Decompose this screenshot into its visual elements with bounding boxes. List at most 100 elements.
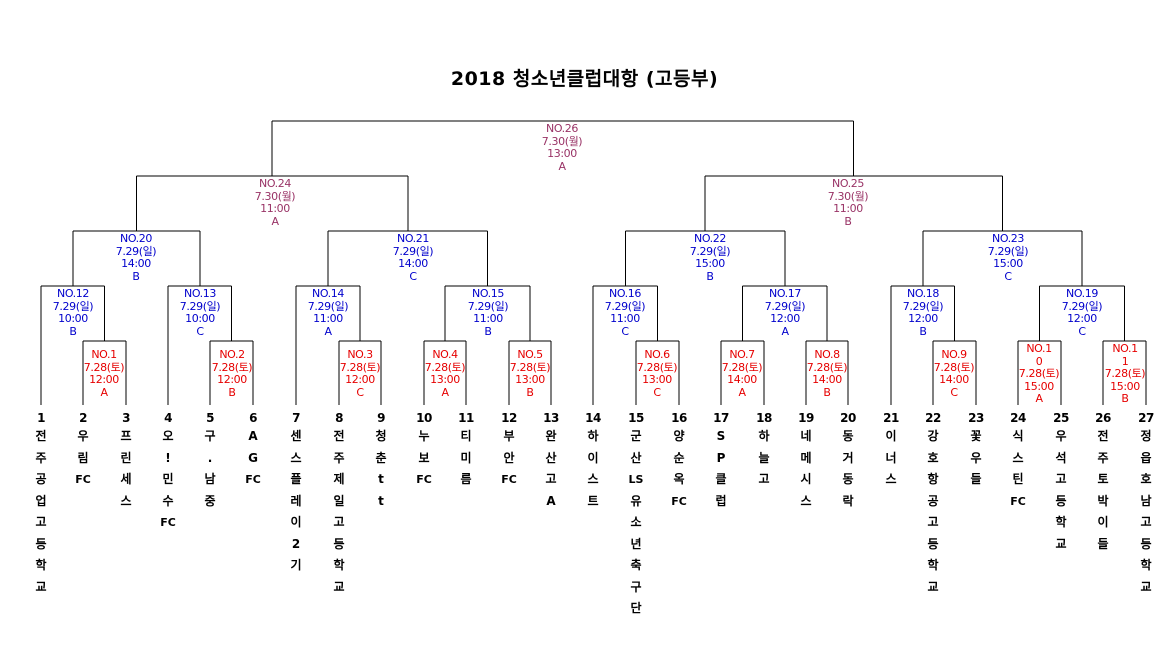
match-label-line: NO.1 [1112,342,1138,355]
match-label-line: NO.9 [941,348,967,361]
match-label-line: NO.16 [609,287,641,300]
match-label-line: A [558,159,566,173]
team-number: 21 [883,411,899,425]
match-label-line: 1 [1121,354,1129,368]
match-label-line: 7.29(일) [689,244,731,258]
match-label-line: 7.29(일) [1061,299,1103,313]
match-label-line: C [409,269,417,283]
team-number: 6 [249,411,257,425]
match-label-line: 7.29(일) [115,244,157,258]
match-label-line: 12:00 [217,373,247,386]
team-number: 1 [37,411,45,425]
match-label-line: C [196,324,204,338]
match-label-line: C [653,385,661,399]
match-label-line: 12:00 [345,373,375,386]
match-label-line: 7.29(일) [764,299,806,313]
match-label-line: B [919,324,927,338]
match-label-line: 7.29(일) [467,299,509,313]
match-label-line: A [271,214,279,228]
match-label-line: 7.30(월) [254,189,296,203]
match-label-line: 7.28(토) [424,360,466,374]
team-number: 17 [713,411,729,425]
match-label-line: 7.28(토) [721,360,763,374]
team-number: 4 [164,411,172,425]
match-label-line: 7.30(월) [827,189,869,203]
match-label-line: 14:00 [939,373,969,386]
match-label-line: NO.5 [517,348,543,361]
team-number: 9 [377,411,385,425]
match-label-line: NO.7 [729,348,755,361]
match-label-line: NO.21 [397,232,429,245]
match-label-line: B [526,385,534,399]
match-label-line: 7.28(토) [806,360,848,374]
match-label-line: 7.29(일) [392,244,434,258]
match-label-line: 11:00 [473,312,503,325]
match-label-line: 15:00 [1110,379,1140,393]
match-label-line: 7.28(토) [1104,367,1146,380]
page-title: 2018 청소년클럽대항 (고등부) [450,68,719,90]
match-label-line: C [1078,324,1086,338]
match-label-line: C [1004,269,1012,283]
match-label-line: NO.19 [1066,287,1098,300]
match-label-line: B [69,324,77,338]
match-label-line: NO.12 [57,287,89,300]
match-label-line: B [484,324,492,338]
match-label-line: 7.29(일) [307,299,349,313]
match-label-line: NO.17 [769,287,801,300]
team-number: 25 [1053,411,1069,425]
match-label-line: B [823,385,831,399]
match-label-line: 11:00 [260,202,290,215]
match-label-line: 13:00 [547,147,577,160]
match-label-line: NO.13 [184,287,216,300]
team-number: 19 [798,411,814,425]
team-number: 11 [458,411,474,425]
match-label-line: 12:00 [89,373,119,386]
team-number: 2 [79,411,87,425]
match-label-line: 15:00 [993,257,1023,270]
